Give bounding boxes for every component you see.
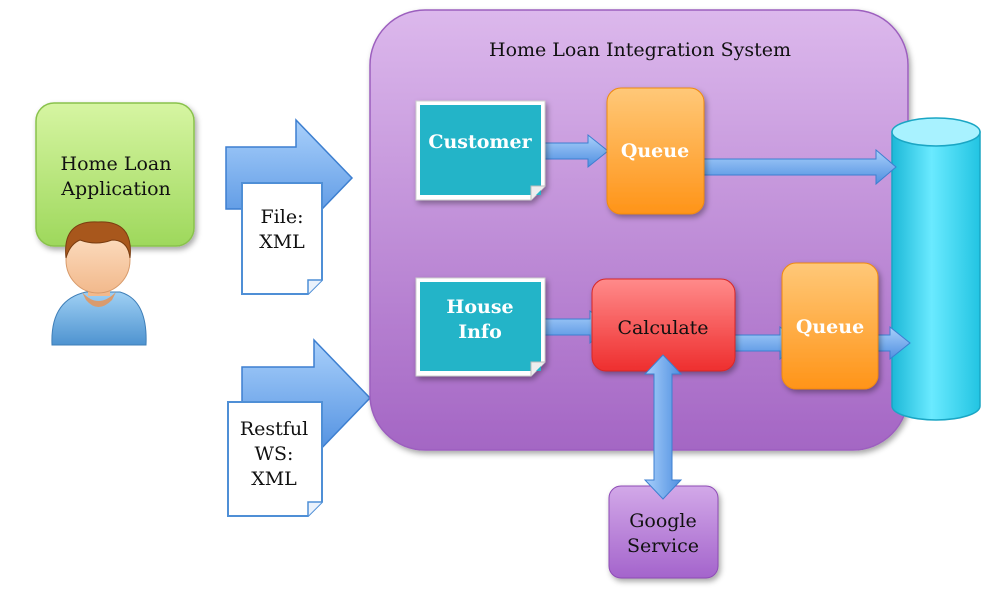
database-cylinder bbox=[891, 117, 981, 421]
arrow-calculate-google-bidirectional bbox=[643, 354, 683, 500]
google-service-line1: Google bbox=[629, 510, 697, 532]
queue-bottom-label: Queue bbox=[796, 316, 864, 338]
arrow-customer-to-queue bbox=[543, 133, 609, 169]
arrow-queue-to-database bbox=[703, 148, 897, 186]
google-service-box: Google Service bbox=[608, 485, 719, 579]
google-service-line2: Service bbox=[627, 535, 699, 557]
customer-label: Customer bbox=[428, 131, 532, 153]
user-avatar-icon bbox=[51, 221, 147, 346]
house-info-line1: House bbox=[446, 296, 513, 318]
house-info-box: House Info bbox=[415, 277, 546, 377]
system-title: Home Loan Integration System bbox=[489, 39, 791, 61]
queue-top-label: Queue bbox=[621, 140, 689, 162]
doc-file-xml: File: XML bbox=[241, 182, 323, 295]
doc-restful-xml: Restful WS: XML bbox=[227, 401, 323, 517]
calculate-box: Calculate bbox=[591, 278, 736, 372]
app-label-line2: Application bbox=[60, 178, 171, 200]
doc-restful-line3: XML bbox=[251, 468, 297, 490]
queue-top-box: Queue bbox=[606, 87, 705, 215]
house-info-line2: Info bbox=[458, 321, 502, 343]
app-label-line1: Home Loan bbox=[61, 153, 172, 175]
doc-restful-line2: WS: bbox=[255, 443, 294, 465]
customer-box: Customer bbox=[415, 100, 546, 201]
home-loan-application-box: Home Loan Application bbox=[35, 102, 195, 247]
doc-file-line1: File: bbox=[261, 206, 304, 228]
calculate-label: Calculate bbox=[617, 317, 708, 339]
queue-bottom-box: Queue bbox=[781, 262, 879, 390]
doc-file-line2: XML bbox=[259, 231, 305, 253]
doc-restful-line1: Restful bbox=[240, 418, 308, 440]
